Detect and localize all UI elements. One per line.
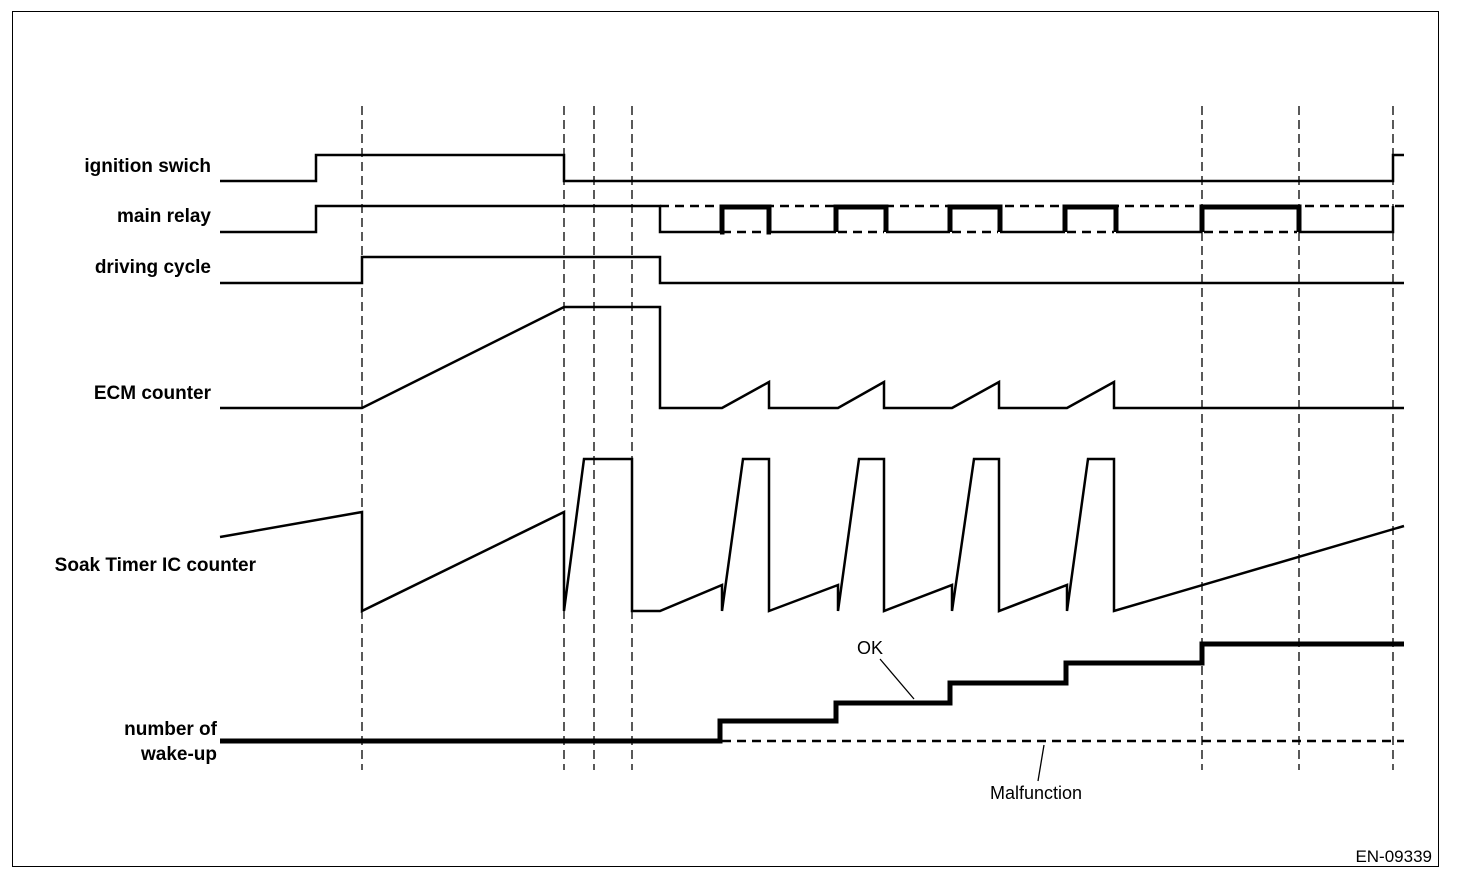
wakeup-label-line1: number of: [124, 719, 218, 740]
main-relay-solid: [220, 204, 720, 234]
ok-leader-line: [879, 658, 915, 700]
figure-id: EN-09339: [1355, 847, 1432, 866]
ecm-counter-label: ECM counter: [94, 383, 212, 404]
wakeup-pulse: [1062, 204, 1119, 232]
main-relay-label: main relay: [117, 206, 211, 227]
driving-cycle-label: driving cycle: [95, 257, 211, 278]
soak-timer-label: Soak Timer IC counter: [55, 555, 257, 576]
driving-cycle-waveform: [220, 255, 1404, 285]
wakeup-pulse: [833, 204, 889, 232]
malfunction-annotation: Malfunction: [990, 783, 1082, 803]
wakeup-pulse: [947, 204, 1003, 232]
wakeup-pulse: [1199, 204, 1302, 232]
ignition-switch-waveform: [220, 153, 1404, 183]
malfunction-leader-line: [1037, 744, 1045, 782]
soak-timer-waveform: [219, 457, 1405, 614]
main-relay-solid: [1299, 206, 1395, 234]
ecm-counter-waveform: [220, 305, 1404, 410]
wakeup-label-line2: wake-up: [140, 744, 217, 765]
ignition-switch-label: ignition swich: [84, 156, 211, 177]
diagram-frame: [12, 11, 1439, 867]
main-relay-waveform: [220, 204, 1404, 235]
wakeup-pulse: [719, 204, 772, 235]
wakeup-count-ok-waveform: [220, 641, 1404, 744]
ok-annotation: OK: [857, 638, 883, 658]
